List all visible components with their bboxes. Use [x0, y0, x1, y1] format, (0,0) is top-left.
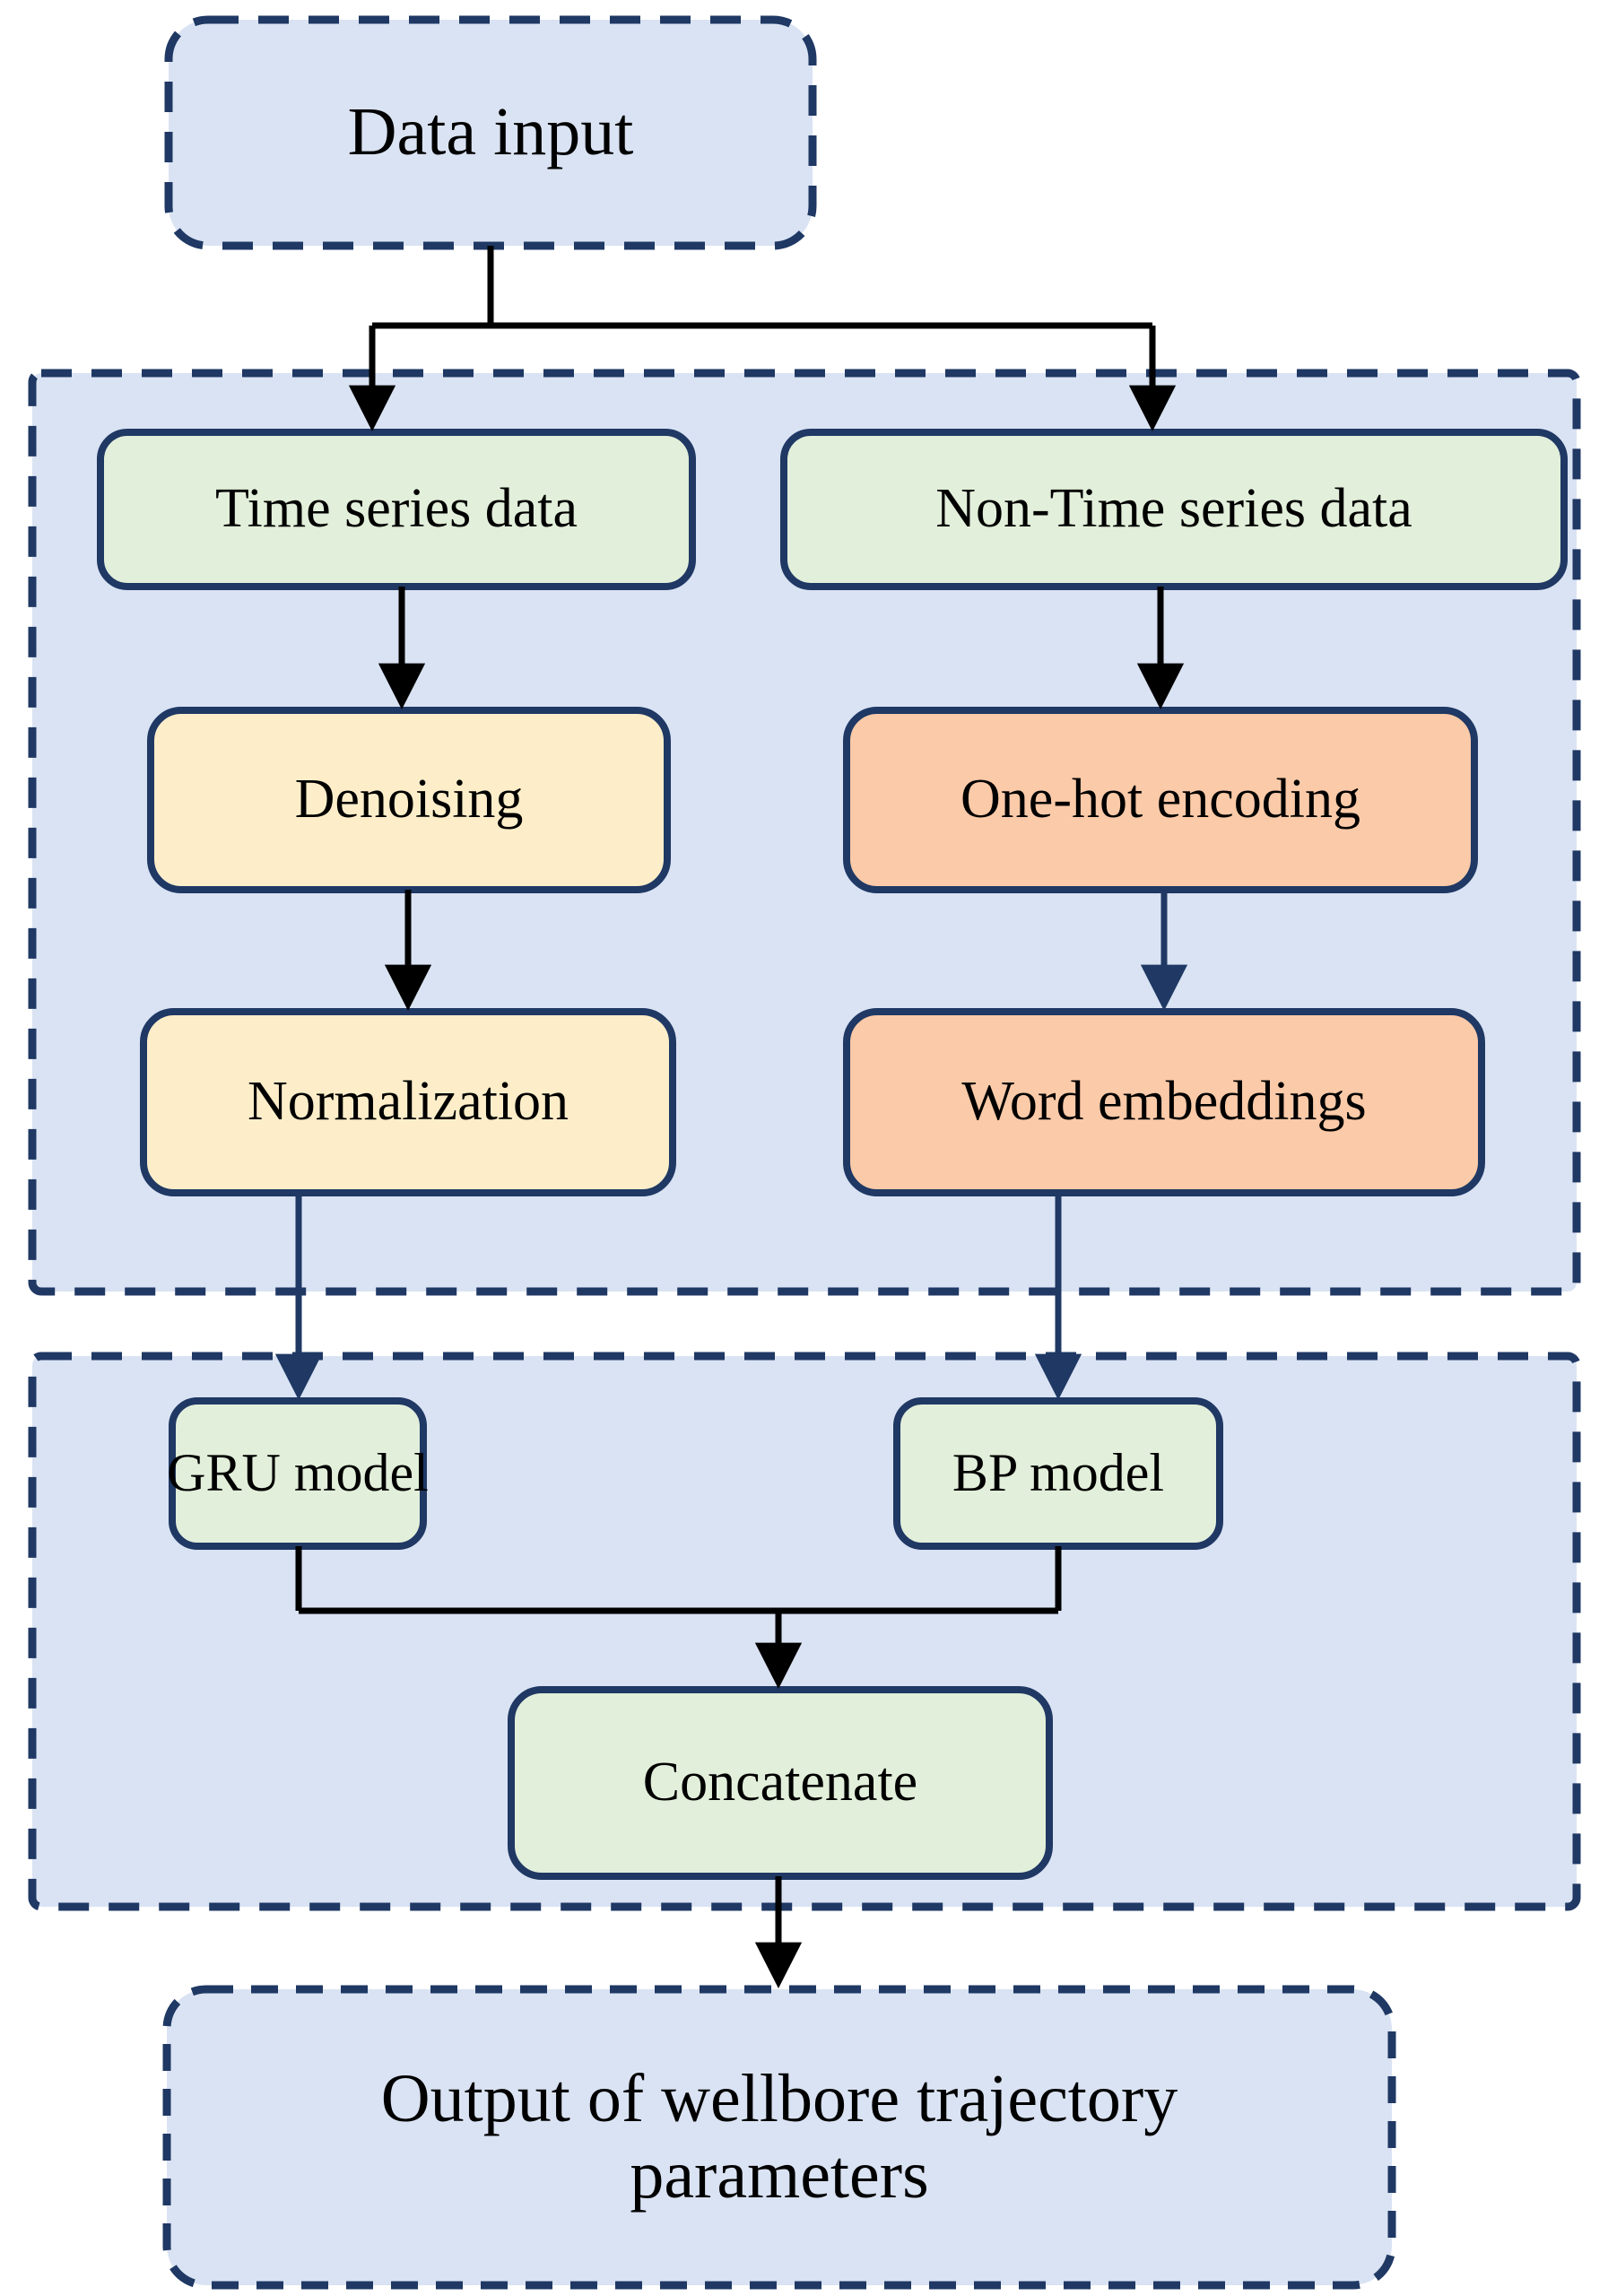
node-output-shape[interactable]: [162, 1985, 1396, 2290]
node-one-hot-shape[interactable]: [843, 707, 1478, 893]
node-non-time-series-shape[interactable]: [780, 429, 1568, 590]
node-word-embeddings-shape[interactable]: [843, 1008, 1485, 1196]
node-data-input-shape[interactable]: [164, 15, 817, 250]
node-normalization-shape[interactable]: [140, 1008, 676, 1196]
node-bp-model-shape[interactable]: [893, 1397, 1223, 1550]
node-gru-model-shape[interactable]: [169, 1397, 427, 1550]
node-time-series-shape[interactable]: [97, 429, 696, 590]
node-concatenate-shape[interactable]: [508, 1686, 1053, 1880]
node-denoising-shape[interactable]: [147, 707, 671, 893]
